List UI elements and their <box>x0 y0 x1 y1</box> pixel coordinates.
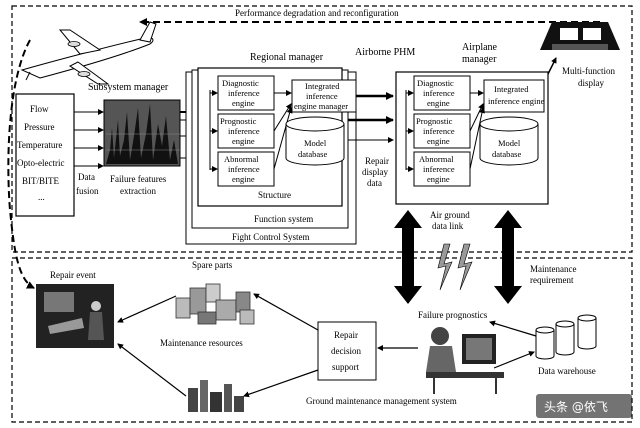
data-link-arrows <box>394 210 522 304</box>
tools-illustration <box>188 380 244 412</box>
repair-event-label: Repair event <box>50 270 96 280</box>
svg-text:Abnormal: Abnormal <box>419 154 454 164</box>
svg-text:Abnormal: Abnormal <box>224 154 259 164</box>
ground-system-label: Ground maintenance management system <box>306 396 457 406</box>
multi-function-display-icon <box>540 22 620 50</box>
svg-text:Flow: Flow <box>30 104 49 114</box>
air-ground-label-2: data link <box>432 221 464 231</box>
multi-function-label-1: Multi-function <box>562 66 615 76</box>
svg-text:Diagnostic: Diagnostic <box>417 78 454 88</box>
data-warehouse-icon <box>535 314 597 360</box>
input-arrows <box>74 109 104 169</box>
svg-text:inference: inference <box>423 88 455 98</box>
diag-engine-box-airplane <box>413 75 471 111</box>
repair-event-photo <box>36 284 114 348</box>
data-warehouse-label: Data warehouse <box>538 366 596 376</box>
svg-text:inference: inference <box>228 164 260 174</box>
svg-text:Opto-electric: Opto-electric <box>17 158 64 168</box>
watermark-text: 头条 @依飞 <box>544 399 608 414</box>
repair-display-label-3: data <box>367 178 382 188</box>
repair-loop-line <box>7 39 35 289</box>
svg-text:inference: inference <box>306 91 338 101</box>
svg-text:engine: engine <box>427 174 450 184</box>
operator-workstation-illustration <box>426 327 504 394</box>
watermark-bg <box>536 394 632 418</box>
maintenance-req-label-1: Maintenance <box>530 264 576 274</box>
svg-text:support: support <box>332 362 359 372</box>
repair-display-label-2: display <box>362 167 388 177</box>
failure-features-label-2: extraction <box>120 186 156 196</box>
data-fusion-label-2: fusion <box>76 186 99 196</box>
svg-text:inference: inference <box>228 88 260 98</box>
airplane-manager-label-1: Airplane <box>462 42 498 53</box>
multi-function-label-2: display <box>578 78 604 88</box>
svg-text:Repair: Repair <box>334 330 358 340</box>
perf-degradation-label: Performance degradation and reconfigurat… <box>235 8 399 18</box>
regional-to-airplane-arrows <box>348 92 394 143</box>
air-ground-label-1: Air ground <box>430 210 470 220</box>
fight-control-label: Fight Control System <box>232 232 310 242</box>
maintenance-resources-label: Maintenance resources <box>160 338 243 348</box>
subsystem-manager-label: Subsystem manager <box>88 82 169 93</box>
svg-text:decision: decision <box>331 346 361 356</box>
svg-text:inference engine: inference engine <box>488 96 545 106</box>
prog-engine-box-regional <box>217 113 275 149</box>
regional-manager-label: Regional manager <box>250 52 324 63</box>
ground-arrows <box>117 293 537 398</box>
function-system-label: Function system <box>254 214 313 224</box>
sensor-inputs-list: Flow Pressure Temperature Opto-electric … <box>17 104 64 202</box>
model-database-regional <box>285 116 345 166</box>
structure-label: Structure <box>258 190 291 200</box>
svg-text:inference: inference <box>228 126 260 136</box>
repair-decision-box <box>317 321 377 381</box>
lightning-icon <box>437 243 473 291</box>
diag-engine-box-regional <box>217 75 275 111</box>
svg-text:engine: engine <box>232 174 255 184</box>
svg-text:Prognostic: Prognostic <box>416 116 453 126</box>
failure-features-label-1: Failure features <box>110 174 167 184</box>
svg-text:Integrated: Integrated <box>494 84 529 94</box>
svg-text:inference: inference <box>423 126 455 136</box>
svg-text:Diagnostic: Diagnostic <box>222 78 259 88</box>
svg-text:...: ... <box>38 192 45 202</box>
spare-parts-illustration <box>175 283 255 325</box>
airplane-icon <box>20 21 157 85</box>
svg-text:database: database <box>492 149 521 159</box>
svg-text:Temperature: Temperature <box>17 140 62 150</box>
svg-text:database: database <box>298 149 327 159</box>
svg-text:Prognostic: Prognostic <box>220 116 257 126</box>
airborne-phm-label: Airborne PHM <box>355 47 415 58</box>
svg-text:engine: engine <box>232 136 255 146</box>
repair-display-label-1: Repair <box>365 156 389 166</box>
svg-text:engine: engine <box>427 136 450 146</box>
svg-text:inference: inference <box>423 164 455 174</box>
integrated-manager-box <box>291 79 357 113</box>
model-database-airplane <box>479 116 539 166</box>
svg-text:Model: Model <box>304 138 327 148</box>
data-fusion-label-1: Data <box>78 172 95 182</box>
svg-text:engine manager: engine manager <box>294 101 348 111</box>
svg-text:BIT/BITE: BIT/BITE <box>22 176 59 186</box>
svg-text:Model: Model <box>498 138 521 148</box>
sensor-inputs-box <box>15 93 75 217</box>
to-display-arrow <box>547 57 557 75</box>
maintenance-req-label-2: requirement <box>530 275 574 285</box>
integrated-engine-box <box>483 79 545 113</box>
svg-text:Pressure: Pressure <box>24 122 55 132</box>
spare-parts-label: Spare parts <box>192 260 233 270</box>
svg-text:Integrated: Integrated <box>305 81 340 91</box>
svg-text:engine: engine <box>232 98 255 108</box>
failure-prognostics-label: Failure prognostics <box>418 310 488 320</box>
prog-engine-box-airplane <box>413 113 471 149</box>
airborne-region <box>11 5 633 253</box>
abn-engine-box-airplane <box>413 151 471 187</box>
svg-text:engine: engine <box>427 98 450 108</box>
failure-features-spectrogram <box>103 99 181 167</box>
airplane-manager-label-2: manager <box>462 54 497 65</box>
